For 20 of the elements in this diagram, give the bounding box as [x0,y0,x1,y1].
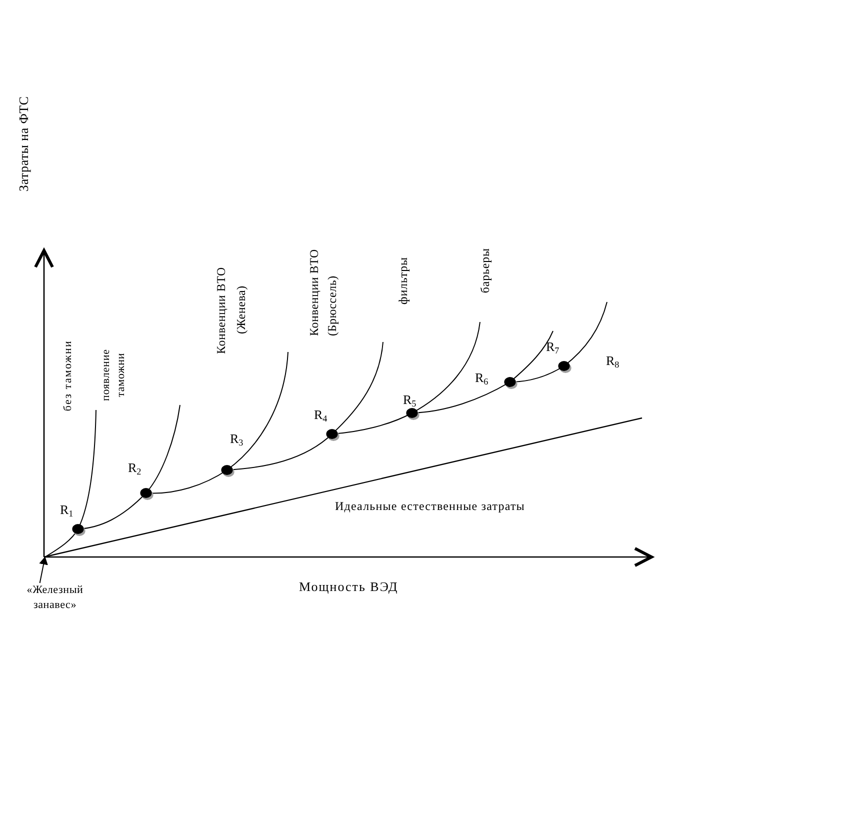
cost-curve [44,410,96,558]
point-label: R$_{8}$ [606,353,620,368]
point-label: R$_{1}$ [60,502,74,517]
leader-arrow [39,556,48,584]
curve-label: Конвенции ВТО (Брюссель) [306,248,340,336]
point-label: R$_{7}$ [546,339,560,354]
line-label: Идеальные естественные затраты [335,499,525,514]
point-label: R$_{3}$ [230,431,244,446]
point-label: R$_{2}$ [128,460,142,475]
curve-label: без таможни [61,340,75,412]
curve-label: фильтры [396,257,410,304]
annotation-text: «Железный занавес» [22,583,88,613]
axis-title: Затраты на ФТС [16,96,31,192]
point-label: R$_{5}$ [403,392,416,407]
curve-label: Конвенции ВТО (Женева) [213,265,249,356]
curve-label: появление таможни [99,348,128,403]
point-label: R$_{4}$ [314,407,328,422]
curve-label: барьеры [478,248,492,294]
point-label: R$_{6}$ [475,370,488,385]
axis-title: Мощность ВЭД [299,579,398,595]
